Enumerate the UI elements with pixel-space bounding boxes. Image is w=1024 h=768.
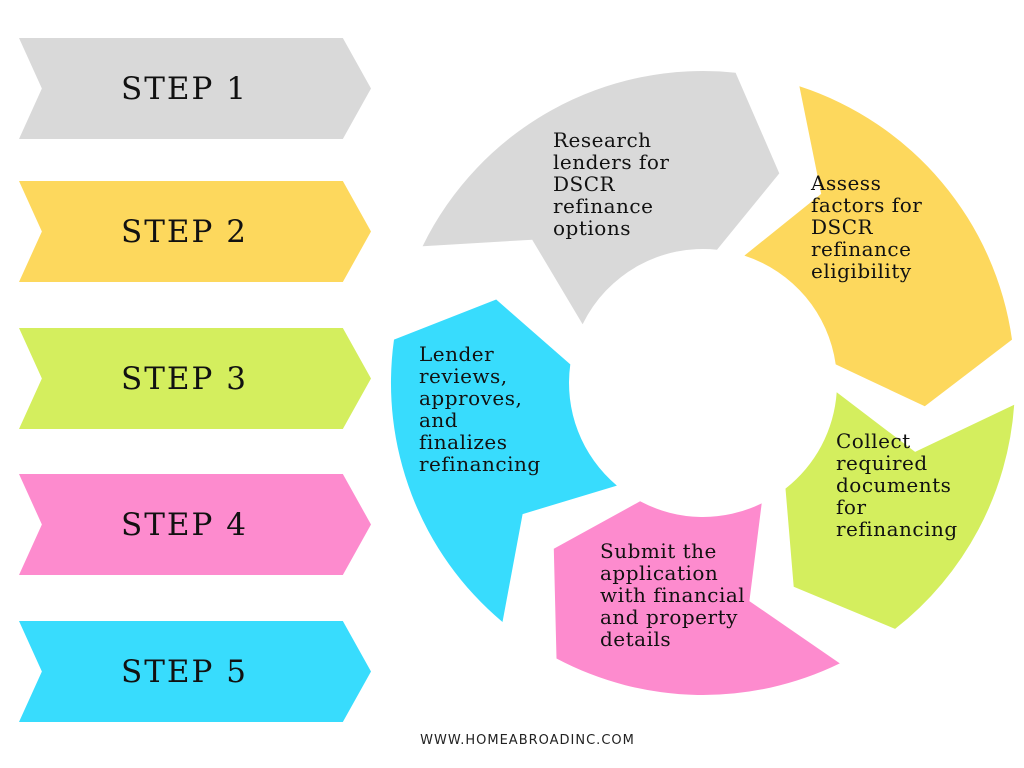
text-line: details [600,627,672,651]
text-line: required [836,451,928,475]
text-line: refinance [553,194,654,218]
text-line: documents [836,473,952,497]
text-line: refinancing [419,452,541,476]
cycle-text-assess: Assess factors for DSCR refinance eligib… [811,172,922,282]
step-3-arrow: STEP 3 [19,328,371,429]
text-line: Collect [836,429,911,453]
step-3-label: STEP 3 [121,360,248,397]
text-line: approves, [419,386,523,410]
step-2-arrow: STEP 2 [19,181,371,282]
cycle-segment-lender [390,299,617,622]
text-line: and [419,408,459,432]
step-5-arrow: STEP 5 [19,621,371,722]
cycle-text-research: Research lenders for DSCR refinance opti… [553,129,669,239]
text-line: DSCR [811,215,874,239]
step-5-label: STEP 5 [121,653,248,690]
cycle-text-submit: Submit the application with financial an… [600,540,745,650]
cycle-text-collect: Collect required documents for refinanci… [836,430,958,540]
text-line: refinance [811,237,912,261]
text-line: application [600,561,719,585]
step-1-label: STEP 1 [121,70,248,107]
text-line: and property [600,605,738,629]
step-4-label: STEP 4 [121,506,248,543]
text-line: Lender [419,342,495,366]
cycle-segment-collect [785,392,1015,629]
text-line: Assess [811,171,882,195]
text-line: options [553,216,631,240]
footer-url: WWW.HOMEABROADINC.COM [420,733,635,748]
text-line: Submit the [600,539,717,563]
text-line: lenders for [553,150,670,174]
text-line: refinancing [836,517,958,541]
step-4-arrow: STEP 4 [19,474,371,575]
text-line: eligibility [811,259,912,283]
text-line: reviews, [419,364,508,388]
cycle-segment-research [422,70,780,325]
text-line: finalizes [419,430,508,454]
text-line: for [836,495,867,519]
cycle-segment-submit [553,501,840,696]
text-line: with financial [600,583,746,607]
cycle-segment-assess [744,86,1012,407]
text-line: DSCR [553,172,616,196]
cycle-text-lender: Lender reviews, approves, and finalizes … [419,343,541,475]
text-line: Research [553,128,652,152]
step-2-label: STEP 2 [121,213,248,250]
step-1-arrow: STEP 1 [19,38,371,139]
text-line: factors for [811,193,923,217]
